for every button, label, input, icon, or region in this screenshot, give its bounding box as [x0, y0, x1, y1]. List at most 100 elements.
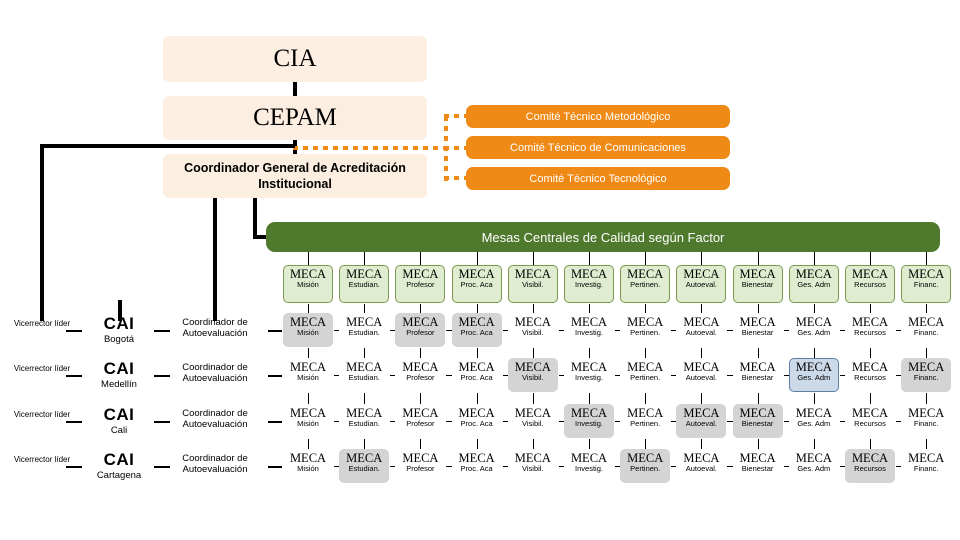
connector-column-link	[589, 304, 590, 313]
vicerrector-lider-label-row2: Vicerrector líder	[13, 364, 71, 373]
meca-factor-label: Autoeval.	[685, 280, 718, 290]
connector-banner-to-header	[589, 252, 590, 265]
meca-factor-label: Proc. Aca	[460, 373, 493, 383]
connector-column-link	[364, 304, 366, 313]
coordinador-autoevaluacion-label-row4: Coordinador de Autoevaluación	[182, 453, 248, 476]
meca-title: MECA	[346, 267, 383, 281]
meca-title: MECA	[346, 406, 383, 420]
connector-row-link	[558, 330, 564, 331]
meca-title: MECA	[908, 267, 945, 281]
meca-title: MECA	[851, 406, 889, 420]
connector-banner-to-header	[645, 252, 647, 265]
meca-title: MECA	[627, 360, 664, 374]
connector-role-link	[268, 466, 282, 468]
meca-title: MECA	[908, 451, 945, 465]
connector-role-link	[66, 466, 82, 468]
connector-column-link	[757, 348, 759, 358]
connector-row-link	[783, 466, 789, 467]
vicerrector-lider-label-row4: Vicerrector líder	[13, 455, 71, 464]
connector-column-link	[476, 348, 478, 358]
meca-factor-label: Bienestar	[741, 280, 774, 290]
connector-column-link	[870, 439, 871, 449]
meca-title: MECA	[908, 406, 945, 420]
coordinador-autoevaluacion-label-row2: Coordinador de Autoevaluación	[182, 362, 248, 385]
connector-column-link	[420, 393, 422, 404]
connector-role-link	[154, 375, 170, 377]
connector-row-link	[727, 330, 733, 331]
meca-factor-label: Visibil.	[522, 280, 544, 290]
meca-factor-label: Pertinen.	[630, 328, 661, 338]
cai-label: CAI	[103, 314, 135, 333]
connector-cia-cepam	[293, 82, 297, 96]
cai-label: CAI	[103, 359, 135, 378]
connector-row-link	[390, 330, 396, 331]
cepam-box: CEPAM	[163, 96, 427, 140]
connector-row-link	[334, 421, 340, 422]
